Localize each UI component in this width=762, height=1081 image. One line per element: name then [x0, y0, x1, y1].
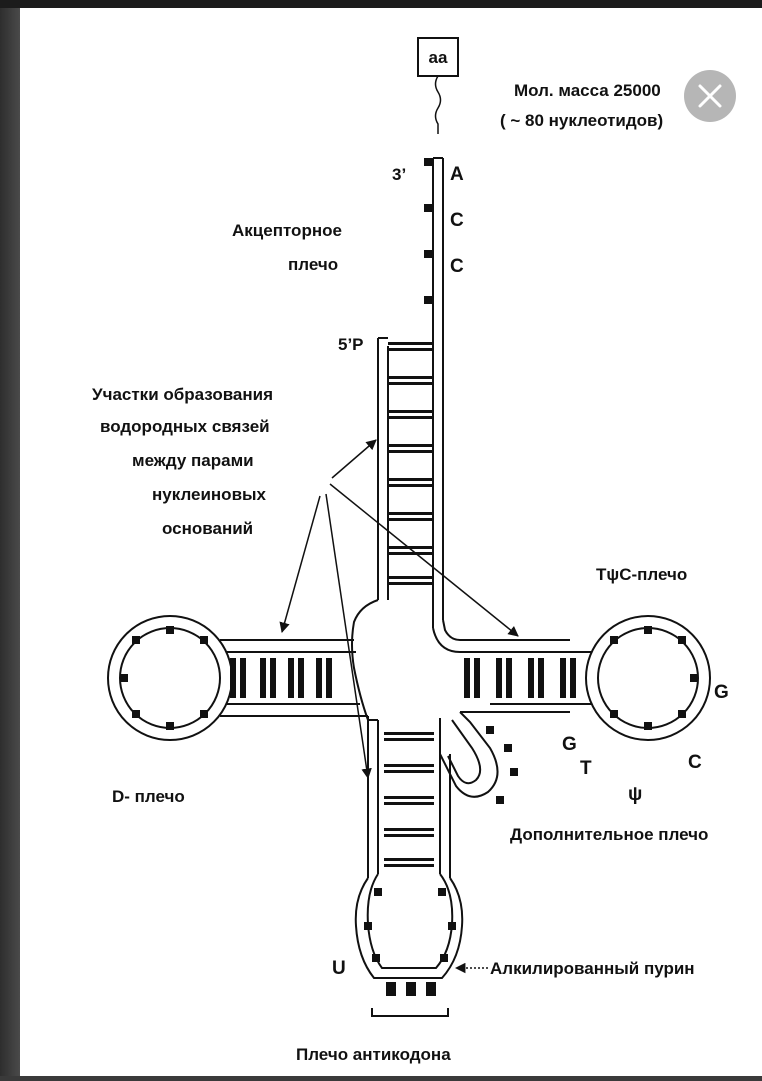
d-arm-base-pairs [230, 658, 332, 698]
anticodon-bracket [372, 1008, 448, 1016]
acceptor-arm-label-1: Акцепторное [232, 221, 342, 240]
extra-arm-label: Дополнительное плечо [510, 825, 708, 844]
anticodon-loop-bases [364, 888, 456, 962]
five-prime-label: 5’P [338, 335, 364, 354]
close-icon[interactable] [684, 70, 736, 122]
nucleotide-c-2: C [450, 256, 464, 277]
hbond-label-4: нуклеиновых [152, 485, 267, 504]
acceptor-unpaired-bases [424, 158, 433, 304]
anticodon-arm-label: Плечо антикодона [296, 1045, 451, 1064]
t-arm-label: TψC-плечо [596, 565, 687, 584]
nucleotide-a: A [450, 164, 464, 185]
t-loop-bases [610, 626, 698, 730]
amino-acid-link [436, 76, 441, 134]
hbond-label-3: между парами [132, 451, 254, 470]
anticodon-base-pairs [384, 732, 434, 867]
alkyl-purine-label: Алкилированный пурин [490, 959, 695, 978]
d-loop-bases [120, 626, 208, 730]
nucleotide-g-1: G [714, 682, 729, 703]
nucleotide-count-label: ( ~ 80 нуклеотидов) [500, 111, 663, 130]
amino-acid-label: aa [429, 48, 448, 67]
extra-arm-bases [486, 726, 518, 804]
anticodon-bases [386, 982, 436, 996]
t-arm-base-pairs [464, 658, 576, 698]
junction-outline [352, 600, 378, 720]
nucleotide-c-3: C [688, 752, 702, 773]
hbond-label-5: оснований [162, 519, 253, 538]
nucleotide-t: T [580, 758, 592, 779]
three-prime-label: 3’ [392, 165, 406, 184]
molecular-mass-label: Мол. масса 25000 [514, 81, 661, 100]
junction-inner [443, 620, 570, 640]
d-arm-label: D- плечо [112, 787, 185, 806]
viewer-left-edge [0, 8, 20, 1076]
nucleotide-g-2: G [562, 734, 577, 755]
hbond-label-2: водородных связей [100, 417, 270, 436]
acceptor-arm-label-2: плечо [288, 255, 338, 274]
psi-label: ψ [628, 784, 642, 805]
u-label: U [332, 958, 346, 979]
nucleotide-c-1: C [450, 210, 464, 231]
viewer-top-bar [0, 0, 762, 8]
hbond-pointer-arrows [282, 440, 518, 778]
hbond-label-1: Участки образования [92, 385, 273, 404]
diagram-page: aa Мол. масса 25000 ( ~ 80 нуклеотидов) [20, 8, 762, 1076]
trna-diagram: aa Мол. масса 25000 ( ~ 80 нуклеотидов) [20, 8, 762, 1076]
